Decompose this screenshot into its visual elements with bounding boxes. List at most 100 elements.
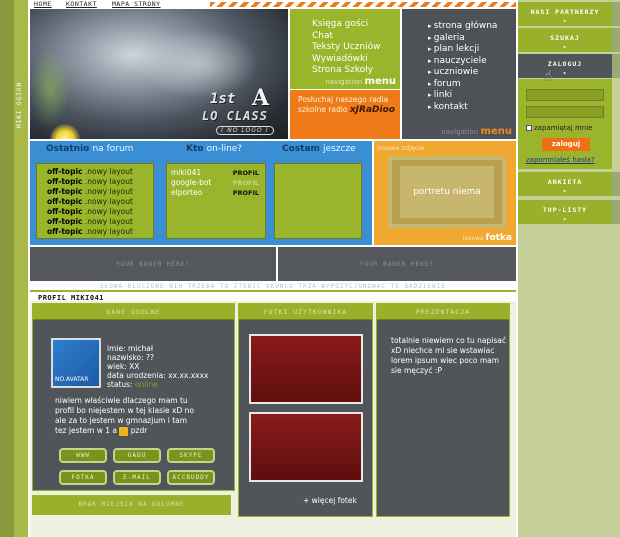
hand-cursor-icon: ☝ [544, 68, 553, 84]
nav-forum[interactable]: forum [428, 79, 497, 91]
forum-topic[interactable]: off-topic .nowy layout [47, 167, 133, 176]
sidebar-shadow [612, 28, 620, 52]
link-wywiadowki[interactable]: Wywiadówki [312, 53, 368, 64]
nav-uczniowie[interactable]: uczniowie [428, 67, 497, 79]
sidebar-shadow [612, 2, 620, 26]
green-links-list: Księga gości Chat Teksty Uczniów Wywiadó… [312, 19, 380, 77]
login-button[interactable]: zaloguj [542, 138, 590, 151]
no-space-header: BRAK MIEJSCA NA KOLUMNE [33, 496, 230, 514]
nav-linki[interactable]: linki [428, 90, 497, 102]
fotka-button[interactable]: FOTKA [59, 470, 107, 485]
left-strip-inner [14, 0, 28, 537]
general-info-column: DANE OGOLNE NO.AVATAR imie: michał nazwi… [32, 303, 235, 491]
radio-box[interactable]: Posłuchaj naszego radia szkolne radio xJ… [290, 90, 400, 139]
login-panel: zapamiętaj mnie zaloguj zapomniałeś hasł… [518, 79, 612, 169]
forum-topic[interactable]: off-topic .nowy layout [47, 197, 133, 206]
profile-title: PROFIL MIKI041 [38, 294, 105, 302]
main-nav-list: strona główna galeria plan lekcji nauczy… [428, 21, 498, 114]
profil-link[interactable]: PROFIL [232, 179, 259, 187]
nav-kontakt[interactable]: kontakt [428, 102, 497, 114]
left-vertical-text: MIKI OGION [16, 81, 23, 128]
password-field[interactable] [526, 106, 604, 118]
link-strona-szkoly[interactable]: Strona Szkoły [312, 65, 374, 75]
costam-panel [274, 163, 362, 239]
logo-letter: A [252, 85, 270, 111]
user-photo[interactable] [249, 334, 363, 404]
photo-placeholder: portretu niema [400, 166, 494, 218]
poll-header[interactable]: ANKIETA▾ [518, 172, 612, 196]
remember-me[interactable]: zapamiętaj mnie [526, 124, 592, 132]
user-photos-column: FOTKI UŻYTKOWNIKA + więcej fotek [238, 303, 373, 517]
chevron-down-icon: ▾ [562, 44, 568, 51]
accbuddy-button[interactable]: ACCBUDDY [167, 470, 215, 485]
top-nav: HOME KONTAKT MAPA STRONY [30, 0, 516, 8]
user-photos-header: FOTKI UŻYTKOWNIKA [239, 304, 372, 320]
nav-kontakt-link[interactable]: KONTAKT [66, 0, 97, 8]
radio-text: Posłuchaj naszego radia szkolne radio xJ… [298, 95, 395, 115]
forum-topic[interactable]: off-topic .nowy layout [47, 207, 133, 216]
info-row: Ostatnio na forum Kto on-line? Costam je… [30, 141, 372, 245]
hero-light [50, 124, 80, 139]
search-header[interactable]: SZUKAJ▾ [518, 28, 612, 52]
random-photo-box: losowe zdjęcie portretu niema losowa fot… [374, 141, 516, 245]
chevron-down-icon: ▾ [562, 188, 568, 195]
chevron-down-icon: ▾ [562, 70, 568, 77]
nav-galeria[interactable]: galeria [428, 33, 497, 45]
top-stripe [210, 2, 516, 7]
hero-green-glow [30, 49, 70, 129]
link-ksiega-gosci[interactable]: Księga gości [312, 19, 369, 29]
photo-caption: losowa fotka [462, 233, 512, 243]
status-badge: online [134, 380, 158, 389]
login-field[interactable] [526, 89, 604, 101]
link-teksty-uczniow[interactable]: Teksty Uczniów [312, 42, 381, 52]
keywords-text: SŁOWA KLUCZOWE NIH TRZEBA TO ZTOBIC UKON… [100, 283, 446, 290]
nav-nauczyciele[interactable]: nauczyciele [428, 56, 497, 68]
forum-list: off-topic .nowy layout off-topic .nowy l… [37, 164, 153, 237]
forum-header: Ostatnio na forum [46, 144, 134, 154]
online-header: Kto on-line? [186, 144, 243, 154]
photo-frame[interactable]: portretu niema [388, 156, 506, 228]
header-image: 1st A LO CLASS ( NO LOGO ) [30, 9, 288, 139]
logo-nologo: ( NO LOGO ) [216, 126, 274, 135]
remember-checkbox[interactable] [526, 125, 532, 131]
about-text: niwiem właściwie dlaczego mam tu profil … [55, 396, 194, 436]
green-links-box: Księga gości Chat Teksty Uczniów Wywiadó… [290, 9, 400, 89]
partners-header[interactable]: NASI PARTNERZY▾ [518, 2, 612, 26]
dark-nav-caption: navigation menu [441, 126, 512, 137]
toplists-header[interactable]: TOP-LISTY▾ [518, 200, 612, 224]
sidebar-shadow [612, 172, 620, 196]
banner-right[interactable]: YOUR BANER HERE? [278, 247, 516, 281]
forum-topic[interactable]: off-topic .nowy layout [47, 217, 133, 226]
forum-topic[interactable]: off-topic .nowy layout [47, 187, 133, 196]
more-photos-link[interactable]: + więcej fotek [303, 496, 357, 505]
profil-link[interactable]: PROFIL [232, 189, 259, 197]
nav-mapa-link[interactable]: MAPA STRONY [112, 0, 161, 8]
divider [30, 290, 516, 292]
nav-strona-glowna[interactable]: strona główna [428, 21, 498, 33]
banner-left[interactable]: YOUR BANER HERE? [30, 247, 276, 281]
costam-header: Costam jeszcze [282, 144, 356, 154]
logo-first: 1st [210, 91, 236, 107]
nav-home-link[interactable]: HOME [34, 0, 52, 8]
www-button[interactable]: WWW [59, 448, 107, 463]
hero-smoke [140, 29, 260, 99]
right-sidebar: NASI PARTNERZY▾ SZUKAJ▾ ZALOGUJ▾ zapamię… [518, 0, 620, 537]
forgot-password-link[interactable]: zapomniałeś hasła? [526, 156, 595, 164]
profil-link[interactable]: PROFIL [232, 169, 259, 177]
nav-plan-lekcji[interactable]: plan lekcji [428, 44, 497, 56]
no-space-column: BRAK MIEJSCA NA KOLUMNE [32, 495, 231, 515]
main-navigation: strona główna galeria plan lekcji nauczy… [402, 9, 516, 139]
skype-button[interactable]: SKYPE [167, 448, 215, 463]
radio-brand: xJRaDioo [349, 105, 395, 115]
sidebar-shadow [612, 54, 620, 78]
green-nav-caption: navigation menu [325, 76, 396, 87]
gadu-button[interactable]: GADU [113, 448, 161, 463]
link-chat[interactable]: Chat [312, 30, 334, 41]
forum-topic[interactable]: off-topic .nowy layout [47, 227, 133, 236]
login-header[interactable]: ZALOGUJ▾ [518, 54, 612, 78]
user-photo[interactable] [249, 412, 363, 482]
email-button[interactable]: E-MAIL [113, 470, 161, 485]
forum-topic[interactable]: off-topic .nowy layout [47, 177, 133, 186]
